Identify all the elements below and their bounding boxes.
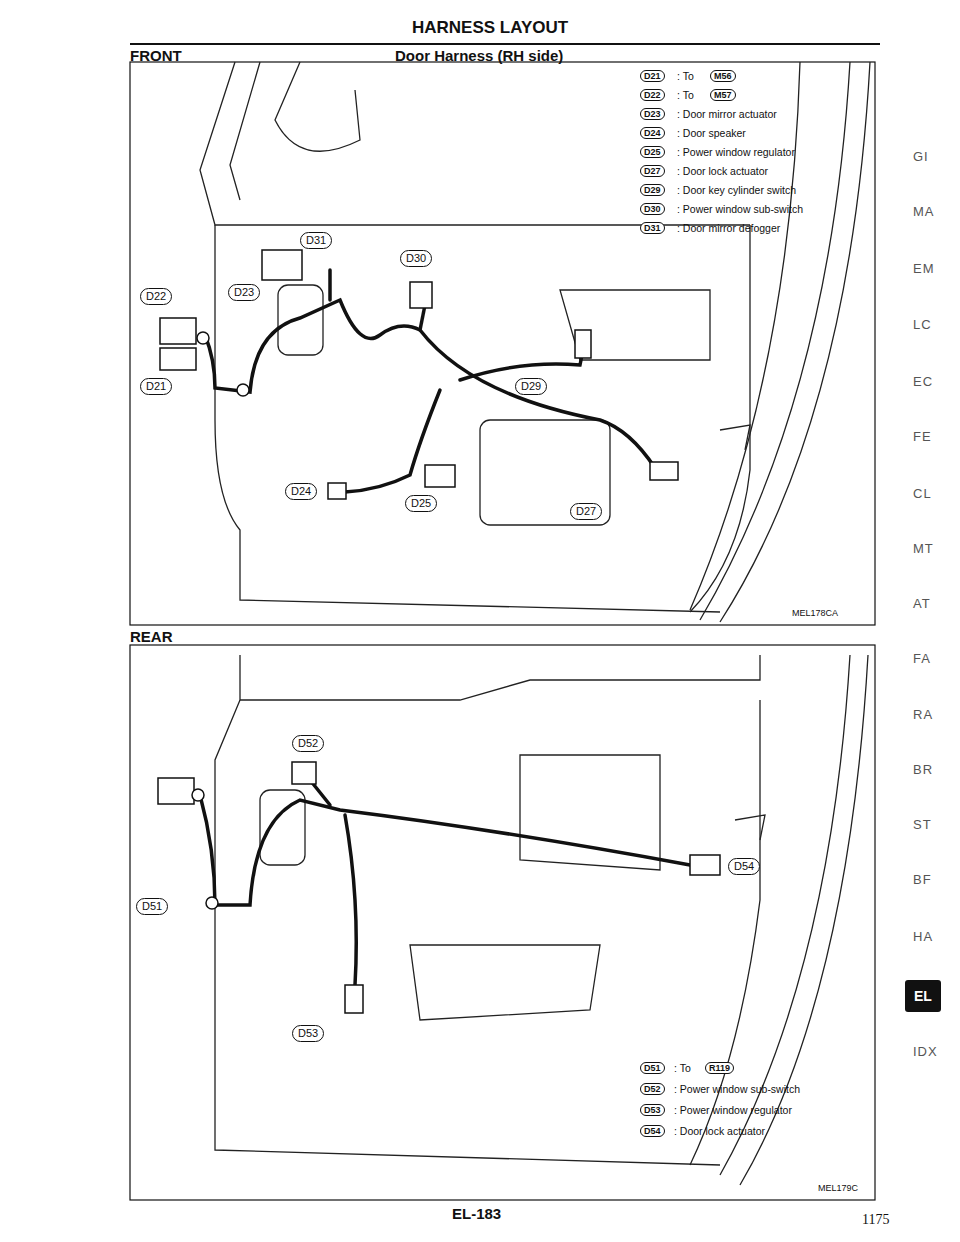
front-connectors: [160, 250, 678, 499]
callout-number: D27: [570, 503, 602, 520]
connector-symbol: D54: [640, 1125, 665, 1137]
section-tab: MA: [913, 205, 935, 220]
section-tab: FA: [913, 652, 931, 667]
callout-number: D29: [515, 378, 547, 395]
key-text: : To: [674, 1062, 691, 1074]
section-tab: LC: [913, 318, 932, 333]
section-tab: AT: [913, 597, 931, 612]
callout-number: D23: [228, 284, 260, 301]
callout-number: D53: [292, 1025, 324, 1042]
section-tab: EL: [905, 980, 941, 1012]
section-tab: MT: [913, 542, 934, 557]
rear-panel-frame: [130, 645, 875, 1200]
rear-door-outline: [215, 655, 868, 1185]
connector-symbol: D24: [640, 127, 665, 139]
key-text: : Door lock actuator: [674, 1125, 765, 1137]
key-text: : Door speaker: [677, 127, 746, 139]
callout-number: D24: [285, 483, 317, 500]
callout-number: D22: [140, 288, 172, 305]
key-text: : Power window regulator: [677, 146, 795, 158]
connector-symbol: D51: [640, 1062, 665, 1074]
rear-harness: [200, 780, 690, 985]
section-tab: EC: [913, 375, 933, 390]
section-tab: BF: [913, 873, 932, 888]
front-panel-frame: [130, 62, 875, 625]
connector-symbol: D31: [640, 222, 665, 234]
section-heading: REAR: [130, 628, 173, 645]
callout-number: D21: [140, 378, 172, 395]
page-code: EL-183: [452, 1205, 501, 1222]
connector-symbol: D30: [640, 203, 665, 215]
section-tab: IDX: [913, 1045, 938, 1060]
section-tab: RA: [913, 708, 933, 723]
key-text: : Power window sub-switch: [674, 1083, 800, 1095]
rule-line: [130, 43, 880, 45]
section-heading: Door Harness (RH side): [395, 47, 563, 64]
connector-symbol: D52: [640, 1083, 665, 1095]
connector-symbol: M56: [710, 70, 736, 82]
section-tab: BR: [913, 763, 933, 778]
connector-symbol: D27: [640, 165, 665, 177]
section-tab: ST: [913, 818, 932, 833]
key-text: : Door mirror defogger: [677, 222, 780, 234]
connector-symbol: D25: [640, 146, 665, 158]
callout-number: D51: [136, 898, 168, 915]
callout-number: D54: [728, 858, 760, 875]
figure-code: MEL178CA: [792, 608, 838, 618]
connector-symbol: D23: [640, 108, 665, 120]
rear-connectors: [158, 762, 720, 1013]
key-text: : Power window regulator: [674, 1104, 792, 1116]
connector-symbol: D22: [640, 89, 665, 101]
key-text: : Door mirror actuator: [677, 108, 777, 120]
connector-symbol: M57: [710, 89, 736, 101]
connector-symbol: R119: [705, 1062, 734, 1074]
section-heading: FRONT: [130, 47, 182, 64]
callout-number: D30: [400, 250, 432, 267]
key-text: : Power window sub-switch: [677, 203, 803, 215]
callout-number: D31: [300, 232, 332, 249]
section-tab: FE: [913, 430, 932, 445]
page-title: HARNESS LAYOUT: [412, 18, 568, 38]
page-number: 1175: [862, 1212, 889, 1228]
key-text: : Door lock actuator: [677, 165, 768, 177]
key-text: : To: [677, 89, 694, 101]
key-text: : To: [677, 70, 694, 82]
connector-symbol: D53: [640, 1104, 665, 1116]
figure-code: MEL179C: [818, 1183, 858, 1193]
front-harness: [205, 270, 655, 492]
section-tab: HA: [913, 930, 933, 945]
section-tab: EM: [913, 262, 935, 277]
front-door-outline: [200, 62, 870, 622]
key-text: : Door key cylinder switch: [677, 184, 796, 196]
callout-number: D52: [292, 735, 324, 752]
section-tab: GI: [913, 150, 929, 165]
connector-symbol: D21: [640, 70, 665, 82]
connector-symbol: D29: [640, 184, 665, 196]
section-tab: CL: [913, 487, 932, 502]
callout-number: D25: [405, 495, 437, 512]
